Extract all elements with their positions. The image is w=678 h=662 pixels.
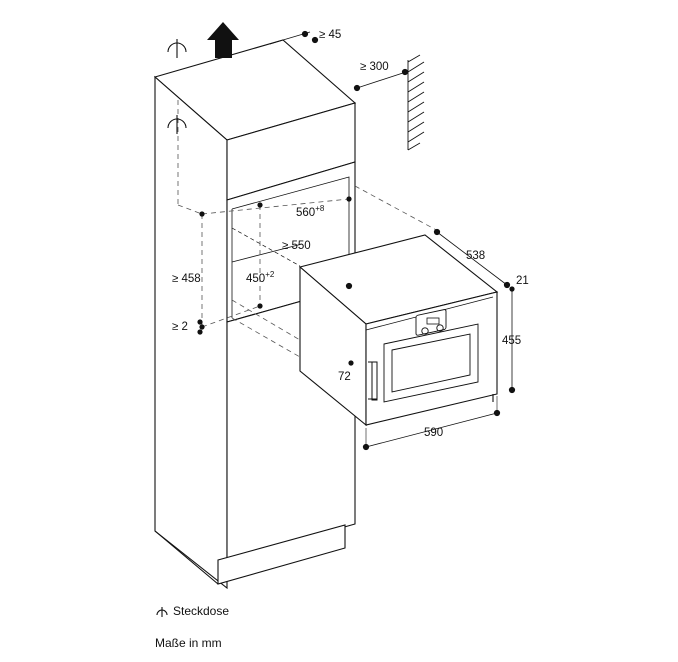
socket-icons bbox=[167, 39, 187, 134]
dashed-bottom-gap bbox=[201, 305, 261, 328]
dashed-slide-mid bbox=[231, 299, 301, 341]
niche-shelf-line bbox=[231, 243, 303, 263]
dim-appliance-height bbox=[345, 282, 516, 394]
dim-wall-clearance-label: ≥ 300 bbox=[360, 61, 389, 73]
dim-top-clearance-label: ≥ 45 bbox=[319, 29, 341, 41]
dim-niche-depth-label: ≥ 550 bbox=[282, 240, 311, 252]
dashed-depth-top bbox=[354, 185, 441, 233]
oven-appliance bbox=[298, 234, 499, 427]
dim-bottom-gap-label: ≥ 2 bbox=[172, 321, 188, 333]
oven-control-panel bbox=[415, 309, 447, 336]
oven-front-face bbox=[365, 291, 498, 426]
oven-knob-right bbox=[436, 324, 444, 332]
dim-appliance-depth-label: 538 bbox=[466, 250, 485, 262]
ventilation-arrow-icon bbox=[207, 22, 239, 58]
oven-display bbox=[426, 317, 440, 325]
dim-appliance-width bbox=[362, 396, 501, 451]
dim-handle-offset-label: 72 bbox=[338, 371, 351, 383]
oven-door-window bbox=[391, 333, 471, 393]
dim-front-thickness-label: 21 bbox=[516, 275, 529, 287]
dashed-niche-width bbox=[201, 198, 350, 215]
dim-niche-height-label: 450+2 bbox=[246, 270, 275, 285]
dim-niche-width bbox=[199, 196, 352, 217]
dim-appliance-depth bbox=[433, 228, 511, 289]
dim-top-clearance bbox=[269, 30, 319, 45]
legend-socket-label: Steckdose bbox=[173, 604, 230, 618]
dim-niche-height bbox=[257, 303, 263, 309]
tall-cabinet bbox=[153, 39, 357, 590]
dashed-slide-lower bbox=[231, 317, 301, 358]
socket-icon bbox=[167, 115, 187, 134]
oven-handle bbox=[371, 361, 378, 401]
socket-icon bbox=[167, 39, 187, 58]
dim-niche-height-min-label: ≥ 458 bbox=[172, 273, 201, 285]
dim-point bbox=[301, 30, 309, 38]
dim-bottom-gap bbox=[197, 319, 203, 335]
legend-units: Maße in mm bbox=[155, 636, 222, 650]
niche-inner-edge bbox=[231, 176, 350, 289]
dashed-rear-bottom bbox=[177, 204, 203, 215]
rear-wall bbox=[407, 54, 425, 151]
cabinet-plinth bbox=[217, 524, 346, 585]
oven-knob-left bbox=[421, 327, 429, 335]
dim-niche-width-label: 560+8 bbox=[296, 204, 325, 219]
socket-icon bbox=[156, 607, 168, 617]
dim-appliance-width-label: 590 bbox=[424, 427, 443, 439]
legend-socket: Steckdose bbox=[155, 604, 229, 618]
dim-appliance-height-label: 455 bbox=[502, 335, 521, 347]
dim-niche-height-min bbox=[199, 324, 205, 330]
dim-handle-offset bbox=[348, 360, 354, 366]
dim-wall-clearance bbox=[353, 68, 409, 92]
plinth-base-line bbox=[154, 530, 219, 585]
cabinet-left-side bbox=[154, 75, 228, 590]
dim-point bbox=[311, 36, 319, 44]
oven-door-panel bbox=[383, 323, 479, 403]
niche-back-diag bbox=[231, 227, 301, 267]
